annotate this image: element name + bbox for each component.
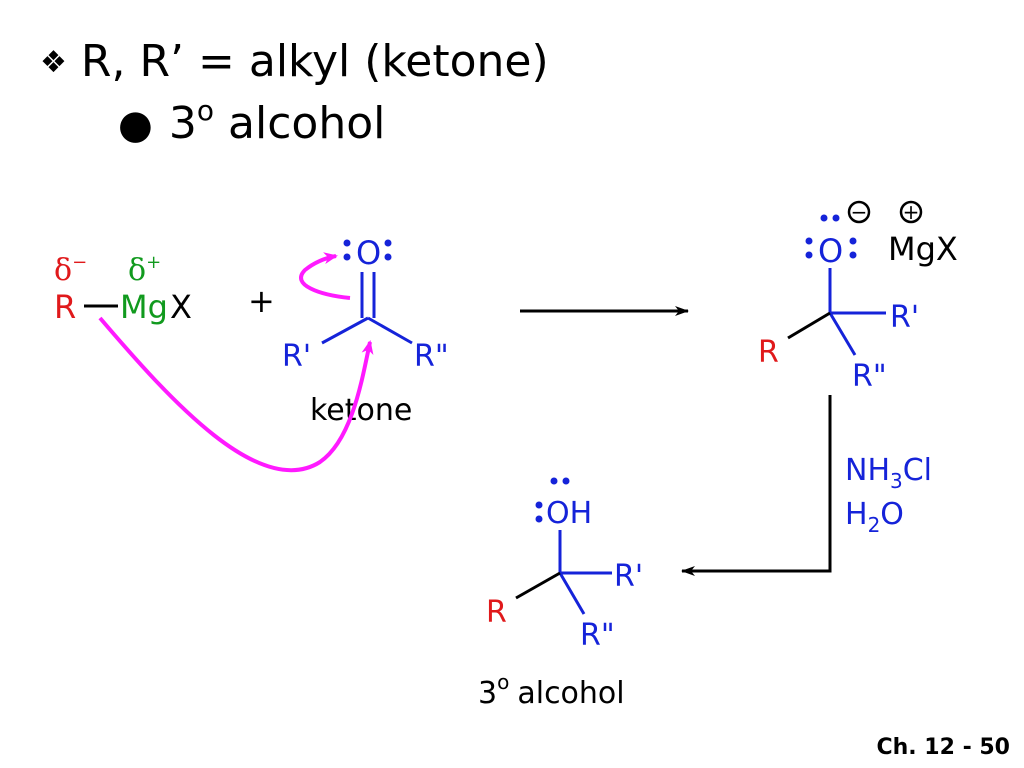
intermediate-mgx: MgX [888,230,958,268]
grignard-mg-atom: Mg [120,288,168,326]
delta-minus-label: δ− [54,252,87,288]
reagent-ammonium-chloride: NH3Cl [845,453,932,493]
alkoxide-lone-pair-dot [820,214,828,222]
alkoxide-lone-pair-dot [805,251,813,259]
grignard-r-atom: R [54,288,76,326]
alcohol-lone-pair-dot [550,477,558,485]
pi-bond-shift-arrow [299,252,351,300]
bullet-line-2-degree: o [196,94,215,127]
product-r-prime: R' [614,559,643,594]
round-bullet-icon: ● [118,102,153,148]
product-r-double-prime: R" [580,618,615,653]
intermediate-bond-r [787,311,831,340]
bullet-line-1-text: R, R’ = alkyl (ketone) [80,36,549,87]
workup-arrow [681,395,832,576]
alkoxide-oxygen: O [818,232,843,270]
bullet-line-2: ● 3o alcohol [118,94,386,149]
alkoxide-lone-pair-dot [849,237,857,245]
alcohol-lone-pair-dot [562,477,570,485]
ketone-lone-pair-dot [343,239,351,247]
slide-number: Ch. 12 - 50 [876,735,1010,760]
grignard-x-atom: X [170,288,192,326]
product-r: R [486,595,507,630]
ketone-oxygen: O [356,234,381,272]
product-bond-r [515,571,561,600]
plus-sign: + [248,282,275,320]
diamond-bullet-icon: ❖ [40,45,67,80]
alcohol-lone-pair-dot [535,515,543,523]
negative-charge-sign: − [851,200,868,224]
ketone-label: ketone [310,393,412,428]
negative-charge-icon [847,200,871,224]
ketone-lone-pair-dot [384,253,392,261]
positive-charge-icon [899,200,923,224]
bullet-line-2-text: alcohol [228,98,386,149]
ketone-bond-r-prime [321,316,369,345]
positive-charge-sign: + [903,200,920,224]
alcohol-lone-pair-dot [535,501,543,509]
reagent-water: H2O [845,497,904,537]
alkoxide-lone-pair-dot [849,251,857,259]
intermediate-r-prime: R' [890,300,919,335]
bullet-line-1: ❖ R, R’ = alkyl (ketone) [40,36,549,87]
delta-plus-label: δ+ [128,252,161,288]
product-bond-r-double-prime [558,572,586,615]
ketone-lone-pair-dot [384,239,392,247]
ketone-r-prime: R' [282,339,311,374]
carbanion-attack-arrow [98,316,374,473]
ketone-bond-r-double-prime [367,316,413,345]
intermediate-r-double-prime: R" [852,359,887,394]
intermediate-r: R [758,335,779,370]
bullet-line-2-number: 3 [168,98,197,149]
ketone-r-double-prime: R" [414,339,449,374]
alkoxide-lone-pair-dot [832,214,840,222]
ketone-lone-pair-dot [343,253,351,261]
intermediate-bond-r-double-prime [828,312,857,356]
alcohol-oh-group: OH [546,496,592,531]
alkoxide-lone-pair-dot [805,237,813,245]
